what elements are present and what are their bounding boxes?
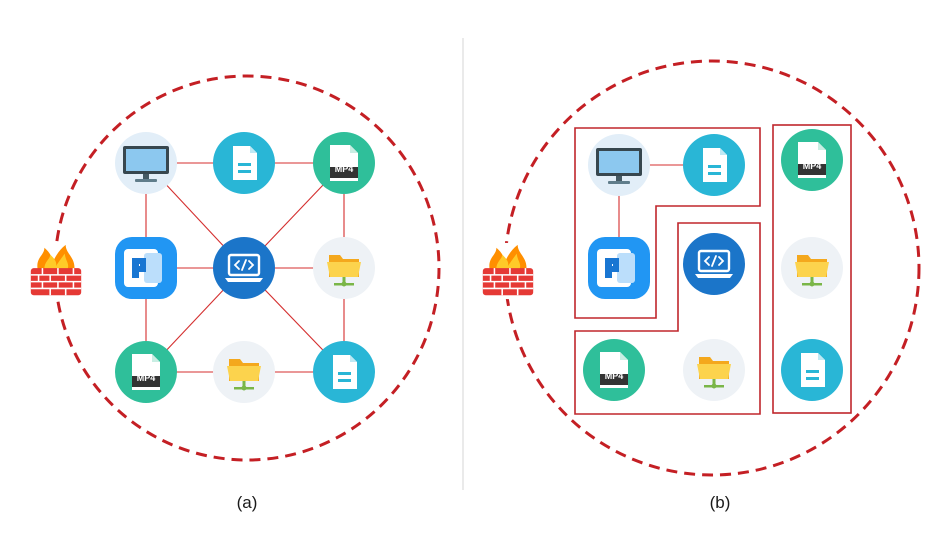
mp4-label: MP4 bbox=[137, 373, 156, 383]
document-icon bbox=[213, 132, 275, 194]
mp4-icon: MP4 bbox=[313, 132, 375, 194]
monitor-icon bbox=[115, 132, 177, 194]
code-laptop-icon bbox=[682, 232, 746, 296]
group-outline-right bbox=[772, 124, 852, 414]
document-icon bbox=[313, 341, 375, 403]
network-folder-icon bbox=[683, 339, 745, 401]
monitor-icon bbox=[588, 134, 650, 196]
mp4-label: MP4 bbox=[605, 371, 624, 381]
code-laptop-icon bbox=[212, 236, 276, 300]
group-outline-bottom-left bbox=[574, 222, 761, 415]
mp4-label: MP4 bbox=[803, 161, 822, 171]
panel-a: MP4 MP4 (a) bbox=[27, 74, 441, 512]
document-icon bbox=[683, 134, 745, 196]
presentation-icon bbox=[115, 237, 177, 299]
mp4-icon: MP4 bbox=[115, 341, 177, 403]
network-folder-icon bbox=[213, 341, 275, 403]
mp4-label: MP4 bbox=[335, 164, 354, 174]
firewall-icon bbox=[479, 242, 537, 300]
mp4-icon: MP4 bbox=[583, 339, 645, 401]
mp4-icon: MP4 bbox=[781, 129, 843, 191]
group-outline-top-left bbox=[574, 127, 761, 319]
presentation-icon bbox=[588, 237, 650, 299]
panel-caption-a: (a) bbox=[237, 493, 258, 512]
panel-b: MP4 MP4 (b) bbox=[479, 59, 921, 512]
document-icon bbox=[781, 339, 843, 401]
network-folder-icon bbox=[313, 237, 375, 299]
network-folder-icon bbox=[781, 237, 843, 299]
panel-caption-b: (b) bbox=[710, 493, 731, 512]
firewall-icon bbox=[27, 242, 85, 300]
